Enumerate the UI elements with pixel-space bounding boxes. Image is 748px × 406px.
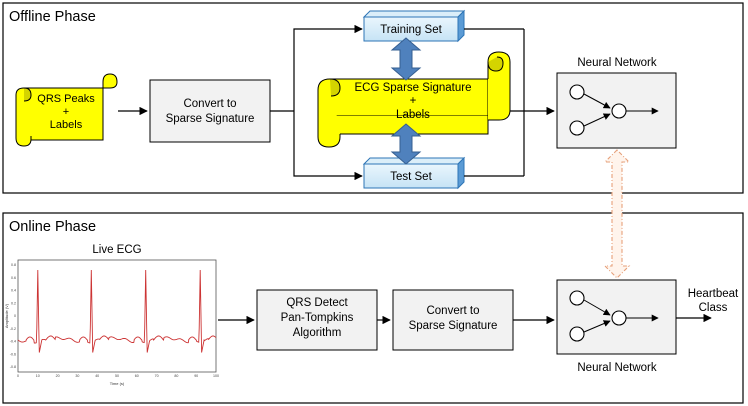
offline-network-label: Neural Network bbox=[577, 57, 656, 69]
double-arrow-training bbox=[390, 37, 422, 81]
qrs-detect-box: QRS Detect Pan-Tompkins Algorithm bbox=[256, 289, 378, 351]
detect-line3: Algorithm bbox=[293, 327, 342, 339]
signature-line3: Labels bbox=[396, 109, 430, 121]
ecg-x-tick-label: 10 bbox=[36, 374, 40, 378]
ecg-y-tick-label: 0.4 bbox=[11, 289, 16, 293]
ecg-y-tick-label: 0.6 bbox=[11, 276, 16, 280]
ecg-x-tick-label: 60 bbox=[135, 374, 139, 378]
detect-line2: Pan-Tompkins bbox=[281, 312, 354, 324]
ecg-y-ticks: 0.8 0.6 0.4 0.2 0 -0.2 -0.4 -0.6 -0.8 bbox=[10, 263, 16, 369]
ecg-x-tick-label: 20 bbox=[56, 374, 60, 378]
training-set-label: Training Set bbox=[380, 24, 442, 36]
online-phase-title: Online Phase bbox=[9, 219, 96, 235]
offline-neural-network bbox=[556, 72, 677, 149]
ecg-x-ticks: 0 10 20 30 40 50 60 70 80 90 100 bbox=[17, 374, 219, 378]
double-arrow-test bbox=[390, 123, 422, 165]
ecg-trace bbox=[17, 269, 217, 353]
detect-line1: QRS Detect bbox=[286, 297, 348, 309]
ecg-plot-axes bbox=[17, 259, 217, 373]
training-set-box: Training Set bbox=[362, 9, 466, 43]
ecg-x-tick-label: 40 bbox=[95, 374, 99, 378]
model-transfer-double-arrow bbox=[603, 149, 631, 279]
arrow-to-test-set bbox=[293, 111, 363, 181]
qrs-scroll-line1: QRS Peaks bbox=[37, 93, 95, 105]
online-neural-network bbox=[556, 279, 677, 355]
test-set-box: Test Set bbox=[362, 156, 466, 190]
test-set-label: Test Set bbox=[390, 171, 432, 183]
online-network-label: Neural Network bbox=[577, 362, 656, 374]
qrs-peaks-scroll: QRS Peaks + Labels bbox=[15, 73, 118, 147]
ecg-y-tick-label: -0.4 bbox=[10, 340, 16, 344]
heartbeat-class-line1: Heartbeat bbox=[688, 288, 739, 300]
qrs-scroll-line3: Labels bbox=[50, 119, 83, 131]
ecg-x-tick-label: 90 bbox=[194, 374, 198, 378]
heartbeat-class-line2: Class bbox=[699, 302, 728, 314]
offline-convert-box: Convert to Sparse Signature bbox=[149, 79, 271, 143]
ecg-y-tick-label: -0.8 bbox=[10, 365, 16, 369]
ecg-y-tick-label: -0.6 bbox=[10, 352, 16, 356]
offline-convert-line2: Sparse Signature bbox=[166, 113, 255, 125]
ecg-y-tick-label: -0.2 bbox=[10, 327, 16, 331]
online-phase-panel: Online Phase Live ECG 0.8 0.6 0.4 0.2 0 -0.2 -… bbox=[2, 212, 744, 404]
arrow-to-training-set bbox=[293, 24, 363, 111]
ecg-x-tick-label: 80 bbox=[174, 374, 178, 378]
ecg-plot: 0.8 0.6 0.4 0.2 0 -0.2 -0.4 -0.6 -0.8 0 10 20 30 40 5… bbox=[4, 259, 219, 386]
ecg-x-tick-label: 70 bbox=[155, 374, 159, 378]
signature-line1: ECG Sparse Signature bbox=[355, 82, 472, 94]
online-convert-line2: Sparse Signature bbox=[409, 320, 498, 332]
offline-convert-line1: Convert to bbox=[183, 98, 236, 110]
offline-phase-title: Offline Phase bbox=[9, 9, 96, 25]
ecg-plot-title: Live ECG bbox=[92, 244, 141, 256]
ecg-plot-ylabel: Amplitude (V) bbox=[4, 303, 9, 328]
online-convert-line1: Convert to bbox=[426, 305, 479, 317]
online-convert-box: Convert to Sparse Signature bbox=[392, 289, 514, 351]
ecg-y-tick-label: 0.8 bbox=[11, 263, 16, 267]
ecg-y-tick-label: 0 bbox=[14, 314, 16, 318]
signature-line2: + bbox=[410, 95, 417, 107]
ecg-x-tick-label: 100 bbox=[213, 374, 219, 378]
ecg-x-tick-label: 30 bbox=[75, 374, 79, 378]
ecg-y-tick-label: 0.2 bbox=[11, 301, 16, 305]
signature-scroll: ECG Sparse Signature + Labels bbox=[317, 51, 511, 148]
ecg-x-tick-label: 50 bbox=[115, 374, 119, 378]
offline-phase-panel: Offline Phase QRS Peaks + Labels Convert… bbox=[2, 2, 744, 194]
ecg-x-tick-label: 0 bbox=[17, 374, 19, 378]
qrs-scroll-line2: + bbox=[63, 106, 69, 118]
ecg-plot-xlabel: Time (s) bbox=[110, 381, 125, 386]
